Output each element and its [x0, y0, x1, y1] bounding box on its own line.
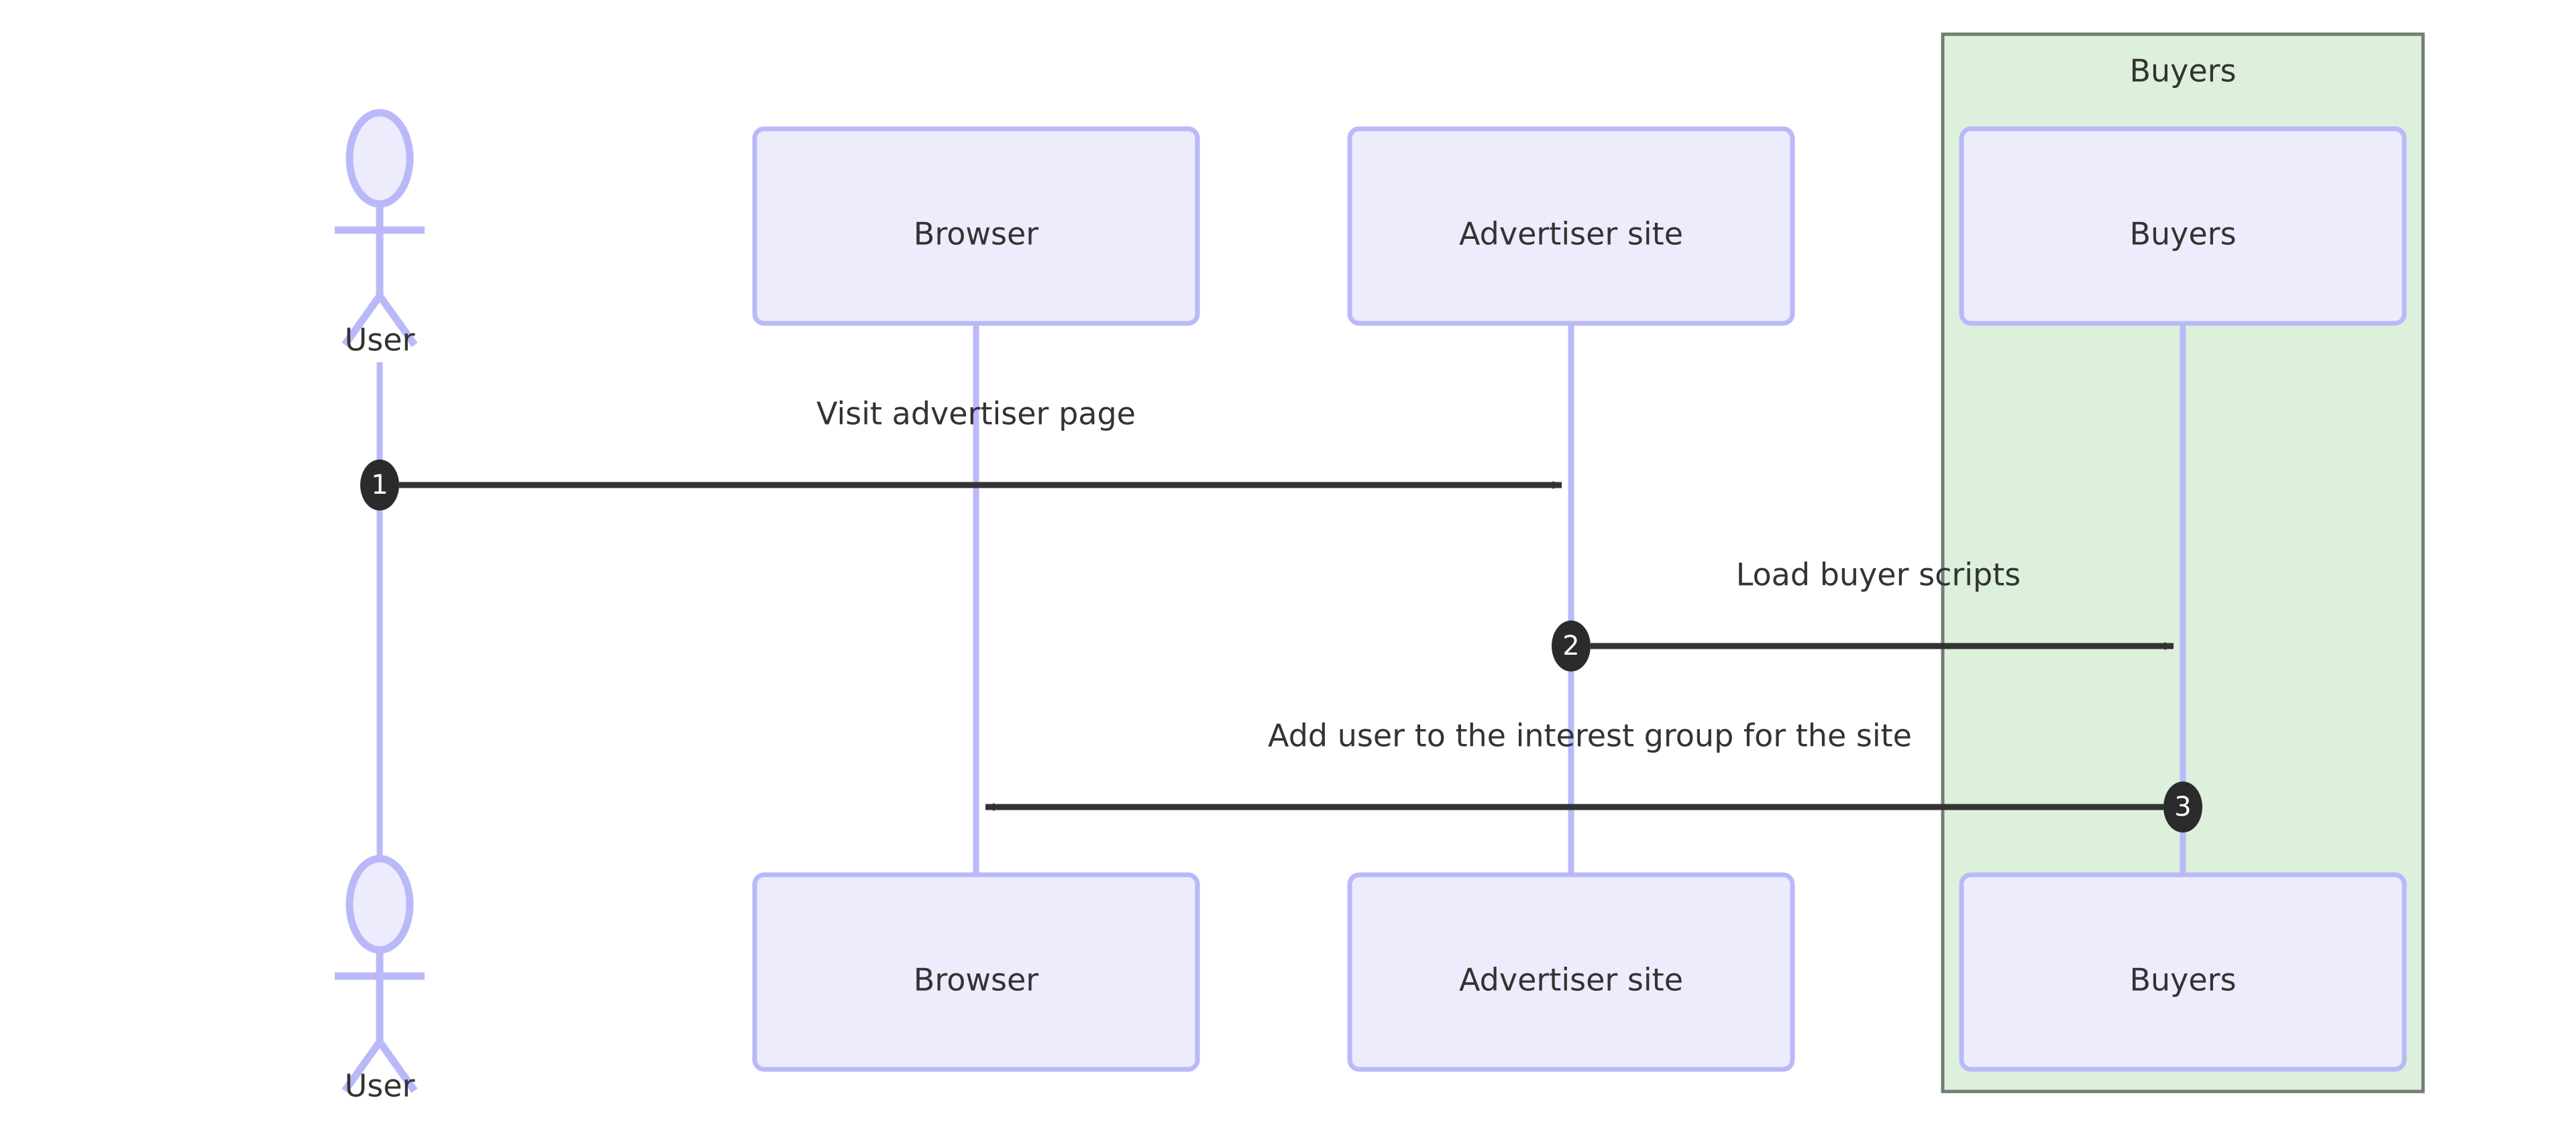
message-2-sequence-number: 2	[1562, 631, 1579, 661]
message-2-sequence-badge	[1552, 621, 1591, 672]
participant-advertiser-site-label-bottom: Advertiser site	[1459, 962, 1683, 998]
actor-user-left-leg-icon-bottom	[341, 1039, 383, 1093]
participant-buyers-box-top	[1959, 126, 2407, 326]
message-3-label: Add user to the interest group for the s…	[1268, 718, 1912, 754]
participant-browser-label-bottom: Browser	[914, 962, 1038, 998]
message-3-sequence-badge	[2163, 782, 2202, 833]
actor-user-bottom[interactable]: User	[335, 855, 425, 1104]
participant-buyers-label-top: Buyers	[2129, 216, 2236, 252]
message-1-sequence-badge	[360, 460, 399, 511]
actor-user-head-icon-bottom	[345, 855, 414, 954]
participant-advertiser-site-label-top: Advertiser site	[1459, 216, 1683, 252]
participant-advertiser-site-bottom[interactable]: Advertiser site	[1347, 872, 1795, 1072]
actor-user-label-bottom: User	[345, 1068, 415, 1104]
participant-advertiser-site-box-bottom	[1347, 872, 1795, 1072]
lifelines	[376, 323, 2186, 879]
participant-advertiser-site-top[interactable]: Advertiser site	[1347, 126, 1795, 326]
message-1-sequence-number: 1	[371, 470, 388, 500]
group-buyers-label: Buyers	[2129, 53, 2236, 89]
actor-user-right-leg-icon-bottom	[376, 1039, 418, 1093]
participant-browser-box-bottom	[752, 872, 1200, 1072]
participant-browser-top[interactable]: Browser	[752, 126, 1200, 326]
actor-user-head-icon	[345, 109, 414, 208]
message-2-label: Load buyer scripts	[1736, 557, 2021, 593]
participant-buyers-bottom[interactable]: Buyers	[1959, 872, 2407, 1072]
message-3-sequence-number: 3	[2174, 792, 2191, 822]
participant-browser-label-top: Browser	[914, 216, 1038, 252]
participant-buyers-label-bottom: Buyers	[2129, 962, 2236, 998]
actor-user-left-leg-icon	[341, 293, 383, 347]
participant-browser-box-top	[752, 126, 1200, 326]
participant-buyers-top[interactable]: Buyers	[1959, 126, 2407, 326]
actor-user-top[interactable]: User	[335, 109, 425, 358]
participant-browser-bottom[interactable]: Browser	[752, 872, 1200, 1072]
message-1-label: Visit advertiser page	[816, 396, 1136, 432]
message-1[interactable]: Visit advertiser page 1	[360, 396, 1562, 511]
message-3[interactable]: Add user to the interest group for the s…	[985, 718, 2202, 833]
actor-user-right-leg-icon	[376, 293, 418, 347]
message-2[interactable]: Load buyer scripts 2	[1552, 557, 2174, 672]
participant-buyers-box-bottom	[1959, 872, 2407, 1072]
participant-advertiser-site-box-top	[1347, 126, 1795, 326]
actor-user-label-top: User	[345, 322, 415, 358]
